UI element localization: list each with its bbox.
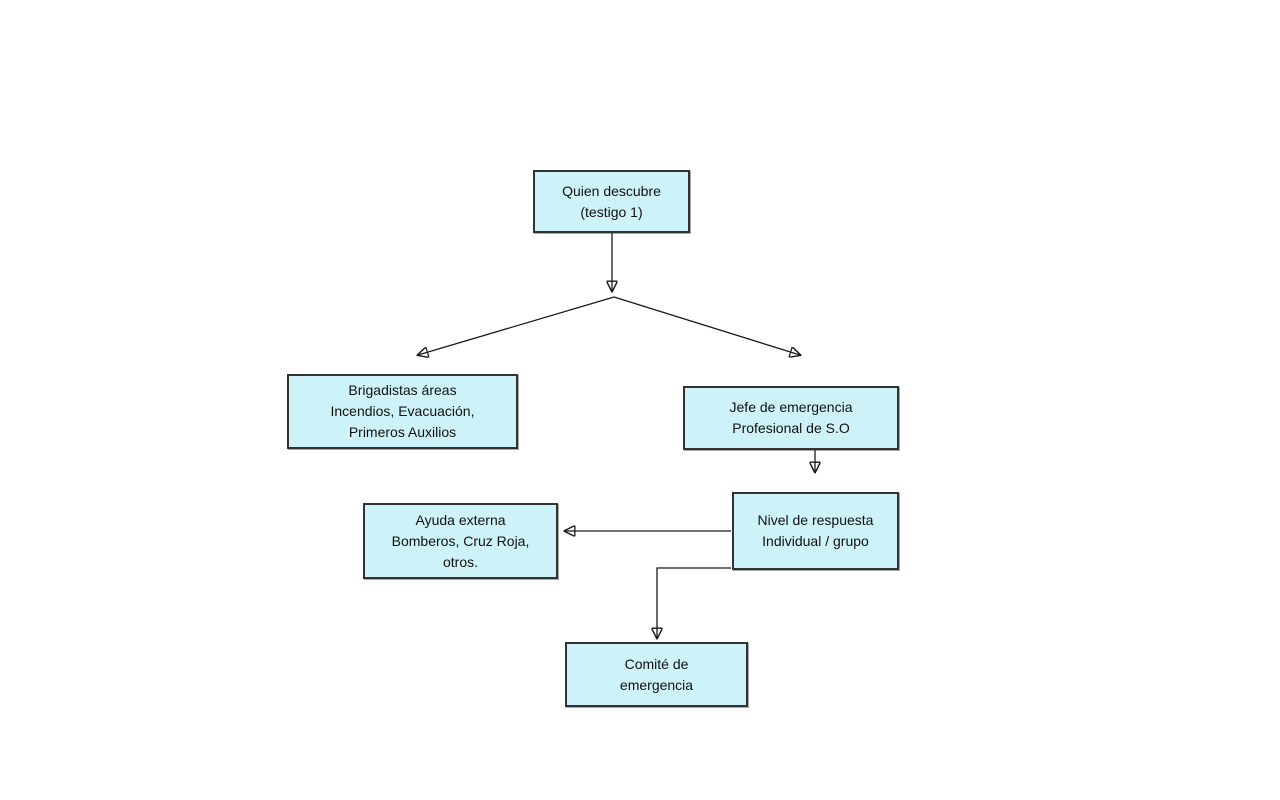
node-brigadistas-areas: Brigadistas áreas Incendios, Evacuación,… — [287, 374, 518, 449]
connector-nivel-to-comite — [657, 567, 731, 638]
node-line: Individual / grupo — [762, 533, 869, 549]
node-line: (testigo 1) — [580, 203, 643, 220]
node-line: Ayuda externa — [415, 511, 506, 528]
node-line: Jefe de emergencia — [729, 399, 853, 415]
node-line: Comité de — [624, 655, 689, 672]
connector-fork-to-jefe — [613, 296, 800, 355]
node-line: Brigadistas áreas — [348, 382, 457, 398]
node-ayuda-externa: Ayuda externa Bomberos, Cruz Roja, otros… — [363, 503, 558, 579]
node-line: Bomberos, Cruz Roja, — [391, 532, 530, 549]
node-nivel-de-respuesta: Nivel de respuesta Individual / grupo — [732, 492, 899, 570]
node-line: Quien descubre — [562, 182, 661, 199]
node-comite-de-emergencia: Comité de emergencia — [565, 642, 748, 707]
connector-fork-to-brigadistas — [418, 296, 615, 355]
node-line: emergencia — [619, 676, 694, 693]
node-line: Nivel de respuesta — [757, 512, 874, 528]
node-line: Incendios, Evacuación, — [330, 403, 475, 419]
node-line: Primeros Auxilios — [348, 424, 457, 440]
node-line: otros. — [442, 553, 478, 570]
node-quien-descubre: Quien descubre (testigo 1) — [533, 170, 690, 233]
node-line: Profesional de S.O — [732, 420, 850, 436]
node-jefe-de-emergencia: Jefe de emergencia Profesional de S.O — [683, 386, 899, 450]
